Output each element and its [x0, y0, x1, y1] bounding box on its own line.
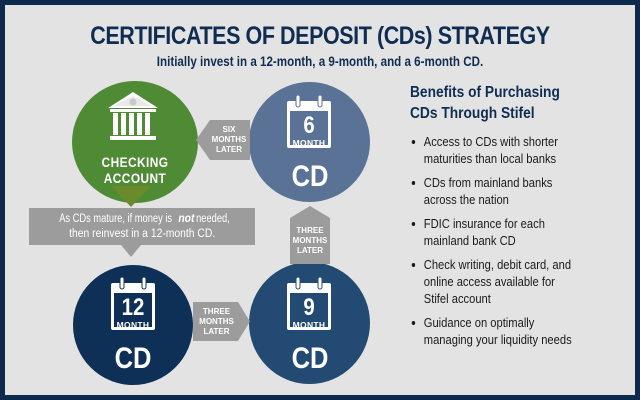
benefits-list: Access to CDs with shorter maturities tha… [410, 133, 630, 348]
nine-month-number: 9 [303, 294, 315, 321]
list-item-text: Access to CDs with shorter [423, 134, 558, 149]
bullet-icon [411, 263, 416, 267]
bank-building-icon [108, 92, 158, 140]
six-month-unit: MONTH [292, 138, 326, 148]
checking-pointer [111, 186, 151, 207]
arrow-text-line: LATER [296, 246, 324, 255]
bullet-icon [411, 181, 416, 185]
benefits-title-line2: CDs Through Stifel [410, 105, 535, 122]
three-months-later-up-arrow: THREE MONTHS LATER [290, 206, 330, 264]
page-subtitle: Initially invest in a 12-month, a 9-mont… [156, 54, 484, 69]
benefits-title-line1: Benefits of Purchasing [410, 84, 560, 101]
checking-account-label: CHECKING ACCOUNT [81, 154, 188, 186]
list-item-text: Check writing, debit card, and [423, 257, 572, 272]
list-item: FDIC insurance for each mainland bank CD [410, 215, 625, 249]
six-month-cd-label: CD [291, 160, 329, 193]
list-item-text: online access available for [423, 274, 555, 289]
arrow-text-line: SIX [222, 125, 236, 134]
benefits-section: Benefits of Purchasing CDs Through Stife… [410, 82, 630, 355]
bullet-icon [411, 321, 416, 325]
twelve-month-cd-label: CD [114, 342, 152, 375]
bullet-icon [411, 140, 416, 144]
nine-month-unit: MONTH [292, 320, 326, 330]
six-months-later-arrow: SIX MONTHS LATER [196, 120, 250, 160]
list-item-text: Stifel account [423, 291, 491, 306]
arrow-text-line: LATER [215, 145, 243, 154]
reinvest-banner: As CDs mature, if money is not needed, t… [29, 208, 255, 245]
banner-pointer [121, 245, 141, 257]
twelve-month-number: 12 [121, 294, 145, 321]
banner-line2: then reinvest in a 12-month CD. [68, 228, 216, 240]
list-item-text: managing your liquidity needs [423, 332, 572, 347]
arrow-text-line: MONTHS [211, 135, 247, 144]
list-item-text: FDIC insurance for each [423, 216, 545, 231]
calendar-icon [287, 277, 331, 330]
list-item: CDs from mainland banks across the nation [410, 174, 625, 208]
arrow-text-line: THREE [202, 306, 231, 316]
arrow-text-line: MONTHS [199, 316, 234, 326]
banner-emphasis: not [177, 213, 195, 225]
benefits-title: Benefits of Purchasing CDs Through Stife… [410, 82, 625, 124]
arrow-text-line: LATER [203, 326, 230, 336]
list-item-text: maturities than local banks [423, 151, 557, 166]
checking-label-line2: ACCOUNT [103, 170, 167, 186]
list-item: Check writing, debit card, and online acc… [410, 256, 625, 307]
checking-label-line1: CHECKING [101, 154, 169, 170]
calendar-icon [287, 95, 331, 148]
twelve-month-unit: MONTH [116, 320, 150, 330]
nine-month-cd-label: CD [291, 342, 329, 375]
arrow-text-line: THREE [296, 226, 324, 235]
list-item-text: Guidance on optimally [423, 315, 535, 330]
calendar-icon [111, 277, 155, 330]
list-item-text: mainland bank CD [423, 233, 516, 248]
banner-text: needed, [195, 213, 230, 225]
list-item-text: CDs from mainland banks [423, 175, 553, 190]
banner-text: As CDs mature, if money is [58, 213, 172, 225]
page-title: CERTIFICATES OF DEPOSIT (CDs) STRATEGY [90, 22, 550, 50]
three-months-later-right-arrow: THREE MONTHS LATER [193, 302, 250, 341]
list-item: Access to CDs with shorter maturities tha… [410, 133, 625, 167]
arrow-text-line: MONTHS [292, 236, 328, 245]
six-month-number: 6 [303, 112, 315, 139]
bullet-icon [411, 222, 416, 226]
list-item: Guidance on optimally managing your liqui… [410, 314, 625, 348]
banner-line1: As CDs mature, if money is not needed, [53, 212, 232, 227]
list-item-text: across the nation [423, 192, 509, 207]
